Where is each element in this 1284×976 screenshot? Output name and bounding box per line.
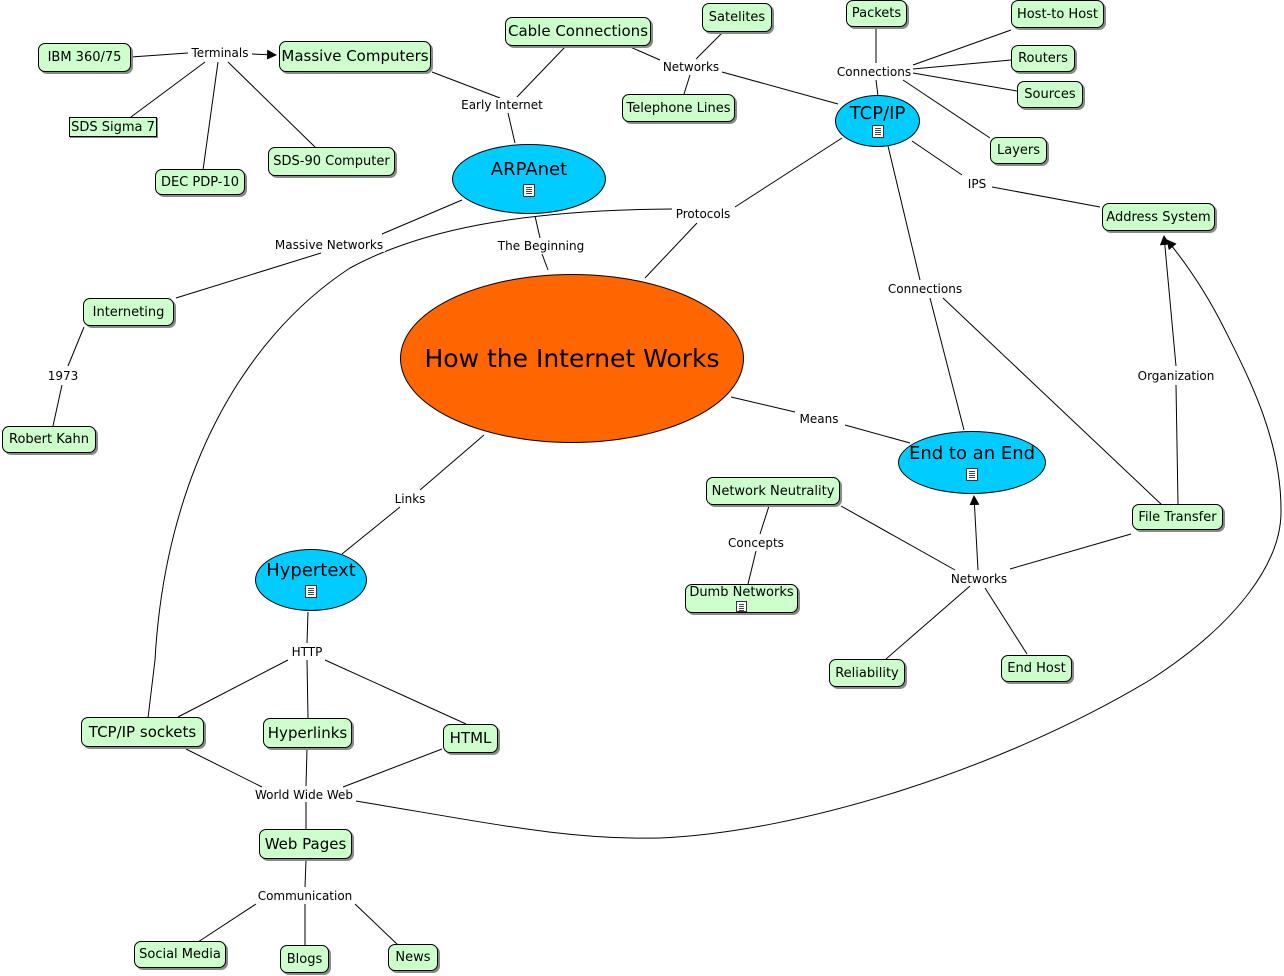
- document-icon[interactable]: [966, 467, 978, 481]
- concept-packets[interactable]: Packets: [846, 0, 907, 27]
- link-concepts: Concepts: [726, 536, 786, 550]
- topic-end-to-an-end[interactable]: End to an End: [898, 431, 1046, 494]
- link-networks-top: Networks: [660, 60, 722, 74]
- concept-interneting[interactable]: Interneting: [83, 298, 174, 326]
- concept-host-to-host[interactable]: Host-to Host: [1011, 0, 1104, 28]
- concept-file-transfer[interactable]: File Transfer: [1132, 504, 1223, 530]
- concept-reliability[interactable]: Reliability: [829, 659, 905, 687]
- concept-network-neutrality[interactable]: Network Neutrality: [706, 477, 840, 505]
- document-icon[interactable]: [305, 585, 317, 598]
- topic-arpanet[interactable]: ARPAnet: [452, 144, 606, 214]
- concept-sds-90-computer[interactable]: SDS-90 Computer: [268, 147, 395, 176]
- main-topic-label: How the Internet Works: [424, 344, 720, 373]
- concept-routers[interactable]: Routers: [1011, 45, 1075, 72]
- concept-social-media[interactable]: Social Media: [134, 941, 226, 968]
- link-links: Links: [392, 492, 428, 506]
- document-icon[interactable]: [736, 600, 747, 612]
- concept-robert-kahn[interactable]: Robert Kahn: [2, 426, 96, 453]
- concept-html[interactable]: HTML: [443, 724, 498, 753]
- link-protocols: Protocols: [673, 207, 733, 221]
- link-massive-networks: Massive Networks: [272, 238, 386, 252]
- document-icon[interactable]: [523, 184, 535, 197]
- link-means: Means: [797, 412, 841, 426]
- concept-sds-sigma-7[interactable]: SDS Sigma 7: [69, 117, 157, 137]
- topic-tcpip[interactable]: TCP/IP: [835, 95, 920, 147]
- concept-news[interactable]: News: [388, 944, 438, 971]
- topic-tcpip-label: TCP/IP: [849, 102, 906, 124]
- topic-end-to-an-end-label: End to an End: [908, 442, 1036, 464]
- link-organization: Organization: [1135, 369, 1217, 383]
- concept-dumb-networks-label: Dumb Networks: [689, 584, 794, 600]
- concept-ibm-360-75[interactable]: IBM 360/75: [38, 43, 131, 72]
- concept-massive-computers[interactable]: Massive Computers: [279, 41, 431, 72]
- concept-hyperlinks[interactable]: Hyperlinks: [263, 718, 352, 748]
- concept-dec-pdp-10[interactable]: DEC PDP-10: [155, 169, 245, 195]
- document-icon[interactable]: [871, 124, 884, 138]
- link-ips: IPS: [965, 177, 989, 191]
- link-the-beginning: The Beginning: [495, 239, 587, 253]
- topic-hypertext-label: Hypertext: [266, 560, 356, 581]
- link-terminals: Terminals: [189, 46, 251, 60]
- concept-end-host[interactable]: End Host: [1001, 655, 1072, 682]
- link-connections-top: Connections: [834, 65, 914, 79]
- concept-blogs[interactable]: Blogs: [280, 945, 329, 973]
- topic-hypertext[interactable]: Hypertext: [255, 549, 367, 611]
- link-networks-bottom: Networks: [948, 572, 1010, 586]
- link-world-wide-web: World Wide Web: [252, 788, 356, 802]
- link-http: HTTP: [289, 645, 325, 659]
- link-1973: 1973: [45, 369, 81, 383]
- main-topic-how-the-internet-works[interactable]: How the Internet Works: [400, 274, 744, 443]
- concept-tcpip-sockets[interactable]: TCP/IP sockets: [81, 717, 204, 747]
- concept-web-pages[interactable]: Web Pages: [259, 829, 352, 859]
- link-connections-mid: Connections: [885, 282, 965, 296]
- concept-address-system[interactable]: Address System: [1102, 203, 1215, 231]
- concept-dumb-networks[interactable]: Dumb Networks: [685, 584, 798, 613]
- topic-arpanet-label: ARPAnet: [490, 159, 568, 180]
- concept-satelites[interactable]: Satelites: [702, 3, 772, 32]
- link-early-internet: Early Internet: [459, 98, 545, 112]
- concept-sources[interactable]: Sources: [1017, 81, 1083, 108]
- link-communication: Communication: [255, 889, 355, 903]
- concept-telephone-lines[interactable]: Telephone Lines: [622, 94, 735, 122]
- concept-layers[interactable]: Layers: [990, 137, 1047, 164]
- concept-cable-connections[interactable]: Cable Connections: [505, 17, 651, 46]
